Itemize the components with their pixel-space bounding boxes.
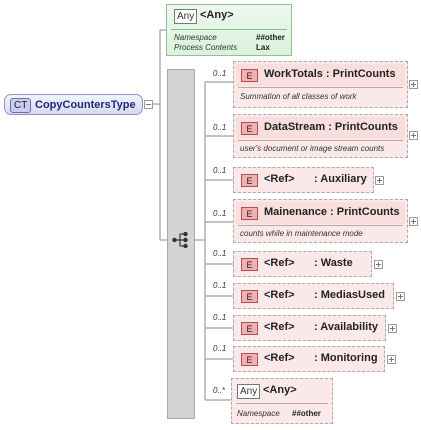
sequence-icon <box>172 232 188 249</box>
process-contents-label: Process Contents <box>174 43 238 52</box>
any-attribute-box[interactable]: Any <Any> Namespace ##other Process Cont… <box>166 4 292 56</box>
element-box-mainenance[interactable]: E Mainenance : PrintCounts counts while … <box>233 199 408 243</box>
expand-icon[interactable] <box>409 131 418 140</box>
complex-type-node[interactable]: CT CopyCountersType <box>4 94 143 115</box>
element-name: Mainenance : PrintCounts <box>264 206 400 218</box>
element-cardinality: 0..1 <box>213 123 227 132</box>
element-name: : Auxiliary <box>314 173 367 185</box>
element-cardinality: 0..1 <box>213 249 227 258</box>
divider <box>236 403 328 404</box>
sequence-compositor[interactable] <box>167 69 195 419</box>
element-cardinality: 0..1 <box>213 313 227 322</box>
expand-icon[interactable] <box>374 260 383 269</box>
element-ref: <Ref> <box>264 352 295 364</box>
expand-icon[interactable] <box>409 217 418 226</box>
element-box-worktotals[interactable]: E WorkTotals : PrintCounts Summation of … <box>233 61 408 108</box>
any-element-title: <Any> <box>263 384 297 396</box>
expand-icon[interactable] <box>409 80 418 89</box>
element-box-datastream[interactable]: E DataStream : PrintCounts user's docume… <box>233 114 408 158</box>
namespace-label: Namespace <box>237 409 280 418</box>
element-box-availability[interactable]: E <Ref> : Availability <box>233 315 386 341</box>
element-cardinality: 0..1 <box>213 69 227 78</box>
element-name: : Waste <box>314 257 353 269</box>
element-cardinality: 0..1 <box>213 209 227 218</box>
element-badge: E <box>241 207 258 220</box>
namespace-value: ##other <box>292 409 321 418</box>
element-documentation: counts while in maintenance mode <box>240 229 363 238</box>
any-attribute-badge: Any <box>174 9 198 24</box>
element-box-monitoring[interactable]: E <Ref> : Monitoring <box>233 346 385 372</box>
element-name: DataStream : PrintCounts <box>264 121 398 133</box>
element-box-auxiliary[interactable]: E <Ref> : Auxiliary <box>233 167 374 193</box>
element-name: : Monitoring <box>314 352 378 364</box>
process-contents-value: Lax <box>256 43 270 52</box>
expand-icon[interactable] <box>387 355 396 364</box>
element-name: WorkTotals : PrintCounts <box>264 68 396 80</box>
element-badge: E <box>241 353 258 366</box>
element-box-waste[interactable]: E <Ref> : Waste <box>233 251 372 277</box>
element-ref: <Ref> <box>264 257 295 269</box>
element-ref: <Ref> <box>264 321 295 333</box>
any-element-badge: Any <box>237 384 261 399</box>
expand-icon[interactable] <box>388 324 397 333</box>
element-documentation: Summation of all classes of work <box>240 92 357 101</box>
collapse-toggle-icon[interactable] <box>144 100 153 109</box>
divider <box>171 29 287 30</box>
element-cardinality: 0..1 <box>213 281 227 290</box>
complex-type-name: CopyCountersType <box>35 99 136 111</box>
any-element-box[interactable]: Any <Any> Namespace ##other <box>231 378 333 424</box>
any-element-cardinality: 0..* <box>213 386 226 395</box>
element-documentation: user's document or image stream counts <box>240 144 385 153</box>
element-badge: E <box>241 69 258 82</box>
namespace-label: Namespace <box>174 33 217 42</box>
expand-icon[interactable] <box>375 176 384 185</box>
element-ref: <Ref> <box>264 173 295 185</box>
element-box-mediasused[interactable]: E <Ref> : MediasUsed <box>233 283 394 309</box>
any-attribute-title: <Any> <box>200 9 234 21</box>
element-name: : Availability <box>314 321 378 333</box>
element-badge: E <box>241 290 258 303</box>
complex-type-badge: CT <box>10 98 32 113</box>
element-name: : MediasUsed <box>314 289 385 301</box>
element-badge: E <box>241 174 258 187</box>
element-badge: E <box>241 122 258 135</box>
element-cardinality: 0..1 <box>213 344 227 353</box>
element-cardinality: 0..1 <box>213 166 227 175</box>
expand-icon[interactable] <box>396 292 405 301</box>
element-ref: <Ref> <box>264 289 295 301</box>
element-badge: E <box>241 258 258 271</box>
namespace-value: ##other <box>256 33 285 42</box>
element-badge: E <box>241 322 258 335</box>
